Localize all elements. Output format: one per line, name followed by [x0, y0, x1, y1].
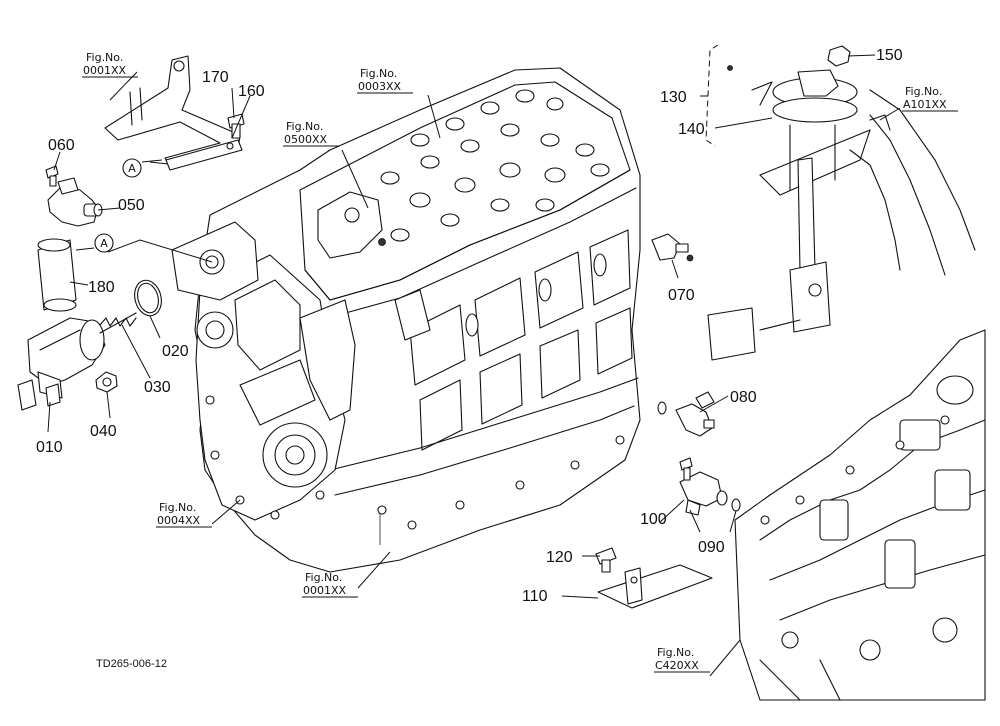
- bracket-160: [104, 55, 243, 171]
- fig-number: 0001XX: [303, 584, 347, 597]
- nut-150: [827, 45, 851, 67]
- fig-caption: Fig.No.: [86, 51, 123, 64]
- fig-number: 0004XX: [157, 514, 201, 527]
- bolt-060: [45, 165, 59, 187]
- leader-lines: [47, 54, 901, 677]
- part-label-130: 130: [660, 89, 687, 106]
- part-label-180: 180: [88, 279, 115, 296]
- fig-caption: Fig.No.: [657, 646, 694, 659]
- callout-a-1: A: [122, 158, 142, 178]
- figure-ref-0003: Fig.No. 0003XX: [358, 67, 402, 93]
- part-number-labels: 170 160 060 050 180 020 030 040 010 070 …: [36, 47, 903, 605]
- fig-caption: Fig.No.: [286, 120, 323, 133]
- part-label-060: 060: [48, 137, 75, 154]
- drawing-code: TD265-006-12: [96, 658, 167, 670]
- bolt-120: [595, 547, 617, 573]
- o-ring-020: [134, 279, 162, 317]
- solenoid-010: [17, 317, 106, 411]
- fig-number: 0500XX: [284, 133, 328, 146]
- fig-number: A101XX: [903, 98, 947, 111]
- part-label-170: 170: [202, 69, 229, 86]
- callout-a-1-label: A: [128, 162, 136, 175]
- part-label-070: 070: [668, 287, 695, 304]
- plate-110: [597, 564, 713, 609]
- figure-ref-underlines: [82, 76, 958, 673]
- spring-030: [99, 312, 137, 334]
- part-label-090: 090: [698, 539, 725, 556]
- figure-ref-0004: Fig.No. 0004XX: [157, 501, 201, 527]
- part-label-050: 050: [118, 197, 145, 214]
- fig-caption: Fig.No.: [360, 67, 397, 80]
- fig-caption: Fig.No.: [905, 85, 942, 98]
- figure-ref-0500: Fig.No. 0500XX: [284, 120, 328, 146]
- callout-a-2: A: [94, 233, 114, 253]
- fig-number: 0003XX: [358, 80, 402, 93]
- nut-040: [95, 371, 118, 393]
- figure-ref-0001-bottom: Fig.No. 0001XX: [303, 571, 347, 597]
- fig-number: C420XX: [655, 659, 699, 672]
- figure-ref-a101: Fig.No. A101XX: [903, 85, 947, 111]
- sleeve-180: [37, 238, 77, 312]
- part-label-140: 140: [678, 121, 705, 138]
- part-label-080: 080: [730, 389, 757, 406]
- fig-number: 0001XX: [83, 64, 127, 77]
- sensor-090: [679, 471, 741, 516]
- sensor-080: [657, 391, 715, 437]
- transmission-case: [734, 329, 986, 701]
- fuel-tank-outline: [759, 89, 976, 276]
- part-label-110: 110: [522, 588, 548, 605]
- part-label-150: 150: [876, 47, 903, 64]
- figure-ref-0001-top: Fig.No. 0001XX: [83, 51, 127, 77]
- part-label-120: 120: [546, 549, 573, 566]
- sensor-070: [651, 233, 694, 262]
- part-label-160: 160: [238, 83, 265, 100]
- part-label-030: 030: [144, 379, 171, 396]
- part-label-020: 020: [162, 343, 189, 360]
- callout-a-2-label: A: [100, 237, 108, 250]
- part-label-100: 100: [640, 511, 667, 528]
- part-label-010: 010: [36, 439, 63, 456]
- group-bracket-130: [705, 44, 719, 147]
- fuel-sender-130: [707, 65, 858, 361]
- fig-caption: Fig.No.: [159, 501, 196, 514]
- fig-caption: Fig.No.: [305, 571, 342, 584]
- bolt-170: [227, 113, 245, 139]
- figure-ref-c420: Fig.No. C420XX: [655, 646, 699, 672]
- bolt-100: [679, 457, 693, 481]
- engine-block: [171, 67, 641, 573]
- part-label-040: 040: [90, 423, 117, 440]
